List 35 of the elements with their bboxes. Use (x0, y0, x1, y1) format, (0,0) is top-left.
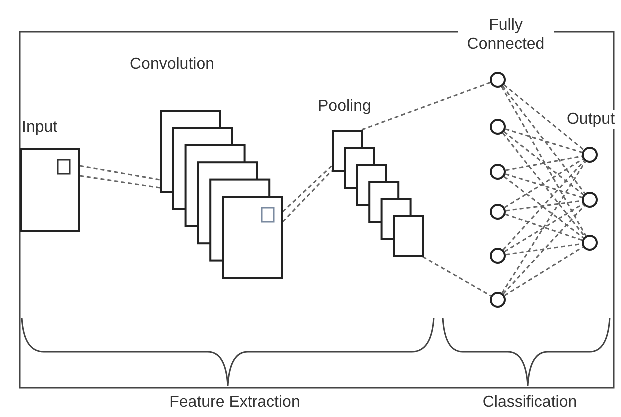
neuron-circle (582, 192, 598, 208)
neuron-circle (490, 292, 506, 308)
connection-line (502, 205, 586, 295)
connection-line (502, 86, 586, 194)
connection-line (506, 200, 582, 212)
connection-line (504, 84, 584, 151)
neuron-circle (490, 119, 506, 135)
neuron-circle (490, 164, 506, 180)
connection-line (362, 82, 491, 131)
connection-line (505, 214, 583, 242)
connection-line (504, 176, 584, 239)
connection-line (505, 128, 583, 154)
connection-line (501, 86, 587, 236)
neuron-circle (490, 72, 506, 88)
connection-line (504, 158, 584, 208)
neuron-circle (490, 248, 506, 264)
connection-line (502, 132, 586, 238)
connection-line (504, 246, 584, 296)
neuron-circle (582, 147, 598, 163)
connection-line (504, 204, 584, 252)
layer-label: Pooling (318, 97, 372, 116)
neuron-circle (490, 204, 506, 220)
connection-line (422, 256, 492, 297)
layer-label: Input (22, 118, 58, 137)
connection-line (506, 243, 582, 256)
connection-line (504, 131, 584, 196)
neuron-circle (582, 235, 598, 251)
connection-line (80, 175, 160, 189)
connection-line (282, 165, 333, 213)
connection-line (80, 165, 160, 181)
connection-line (502, 161, 586, 294)
connection-line (282, 170, 333, 223)
layer-label: Convolution (130, 55, 214, 74)
connection-line (502, 160, 586, 251)
connection-line (505, 174, 583, 198)
